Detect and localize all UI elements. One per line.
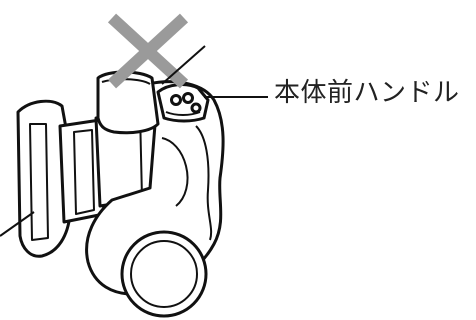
callout-leader-left xyxy=(0,211,35,237)
wheel xyxy=(120,230,208,318)
prohibited-x-mark xyxy=(107,13,189,89)
dust-cup xyxy=(16,99,106,258)
callout-label-front-handle: 本体前ハンドル xyxy=(274,78,460,108)
callout-leader-top xyxy=(161,45,206,85)
inlet-post xyxy=(96,70,160,135)
body-front-handle xyxy=(156,83,210,123)
